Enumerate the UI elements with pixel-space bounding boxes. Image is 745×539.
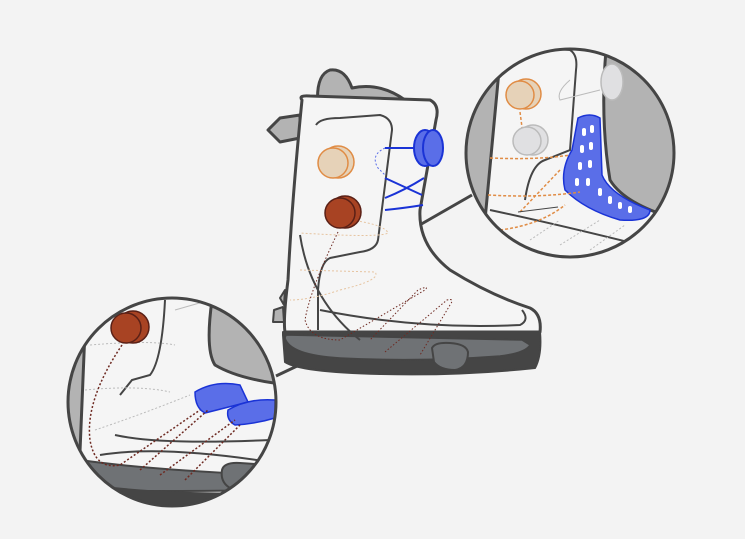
lace-guide-blue bbox=[194, 382, 250, 414]
dial-tan bbox=[317, 145, 355, 179]
detail-circle-ankle-border bbox=[464, 47, 676, 259]
toe-bumper bbox=[431, 341, 469, 371]
lace-guide-blue-2 bbox=[226, 398, 276, 426]
boa-dial-blue bbox=[413, 129, 444, 167]
lace-routing bbox=[289, 147, 453, 356]
detail-circle-instep-border bbox=[66, 296, 278, 508]
detail-circle-instep bbox=[66, 296, 278, 508]
snowboard-boot bbox=[266, 68, 542, 376]
midsole bbox=[284, 334, 531, 361]
dial-red bbox=[324, 195, 362, 229]
heel-loop bbox=[266, 113, 302, 144]
detail-circle-ankle bbox=[464, 47, 676, 259]
lace-guide-blue bbox=[562, 114, 651, 222]
side-panel bbox=[315, 114, 393, 330]
